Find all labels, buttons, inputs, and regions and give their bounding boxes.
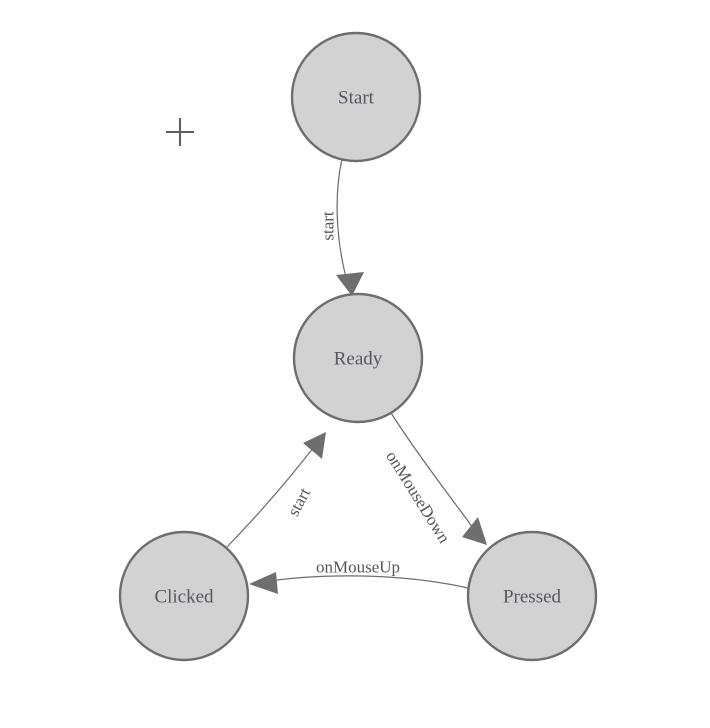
edge-ready-to-pressed[interactable]: onMouseDown bbox=[382, 412, 487, 547]
node-pressed-circle[interactable] bbox=[466, 530, 598, 662]
edge-label-start-to-ready: start bbox=[319, 211, 338, 241]
edge-clicked-to-ready[interactable]: start bbox=[225, 432, 326, 549]
edge-ready-to-pressed-arrowhead bbox=[462, 517, 487, 545]
edge-clicked-to-ready-path bbox=[225, 442, 318, 549]
node-clicked-label: Clicked bbox=[154, 587, 214, 608]
edge-clicked-to-ready-arrowhead bbox=[303, 432, 326, 459]
node-start-label: Start bbox=[338, 88, 375, 109]
edge-start-to-ready[interactable]: start bbox=[319, 158, 365, 296]
node-ready-circle[interactable] bbox=[292, 292, 424, 424]
node-start-circle[interactable] bbox=[290, 31, 422, 163]
node-pressed[interactable]: Pressed bbox=[466, 530, 598, 662]
edge-label-ready-to-pressed: onMouseDown bbox=[382, 448, 454, 547]
edge-start-to-ready-arrowhead bbox=[336, 272, 364, 296]
node-start[interactable]: Start bbox=[290, 31, 422, 163]
edge-label-pressed-to-clicked: onMouseUp bbox=[316, 558, 400, 577]
node-clicked[interactable]: Clicked bbox=[118, 530, 250, 662]
node-clicked-circle[interactable] bbox=[118, 530, 250, 662]
edge-pressed-to-clicked[interactable]: onMouseUp bbox=[249, 558, 469, 595]
node-ready-label: Ready bbox=[334, 349, 383, 370]
edge-ready-to-pressed-path bbox=[390, 412, 480, 537]
edge-pressed-to-clicked-path bbox=[261, 575, 469, 589]
edge-start-to-ready-path bbox=[336, 158, 350, 289]
node-pressed-label: Pressed bbox=[503, 587, 562, 608]
crosshair-plus-icon bbox=[166, 118, 194, 146]
node-ready[interactable]: Ready bbox=[292, 292, 424, 424]
edge-label-clicked-to-ready: start bbox=[284, 484, 315, 519]
edge-pressed-to-clicked-arrowhead bbox=[249, 572, 278, 594]
